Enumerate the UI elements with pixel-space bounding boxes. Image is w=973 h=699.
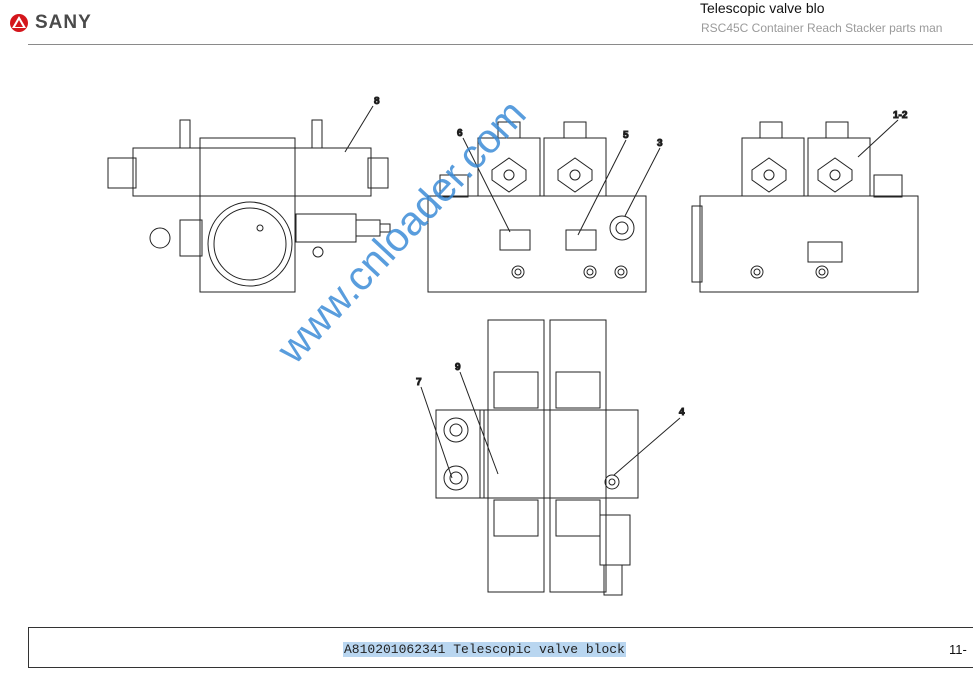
callout-leaders [344,105,899,479]
page-title: Telescopic valve blo [700,0,825,16]
part-caption: A810201062341 Telescopic valve block [343,642,626,657]
callout-label: 1-2 [893,110,908,121]
page-number: 11- [949,642,967,657]
valve-rear-view [691,121,919,293]
callout-label: 9 [455,362,461,373]
callout-label: 4 [679,407,685,418]
valve-block-drawing: 8 6 5 3 1-2 7 9 4 [107,96,919,596]
sany-logo-icon [10,14,28,32]
valve-top-view [435,319,639,596]
callout-label: 8 [374,96,380,107]
callout-label: 5 [623,130,629,141]
callout-label: 6 [457,128,463,139]
callout-label: 3 [657,138,663,149]
brand-name: SANY [35,12,92,33]
header-divider [28,44,973,45]
footer-frame [28,627,973,668]
page-subtitle: RSC45C Container Reach Stacker parts man [701,21,943,35]
valve-side-view [107,119,391,293]
callout-label: 7 [416,377,422,388]
sany-logo: SANY [8,12,92,34]
